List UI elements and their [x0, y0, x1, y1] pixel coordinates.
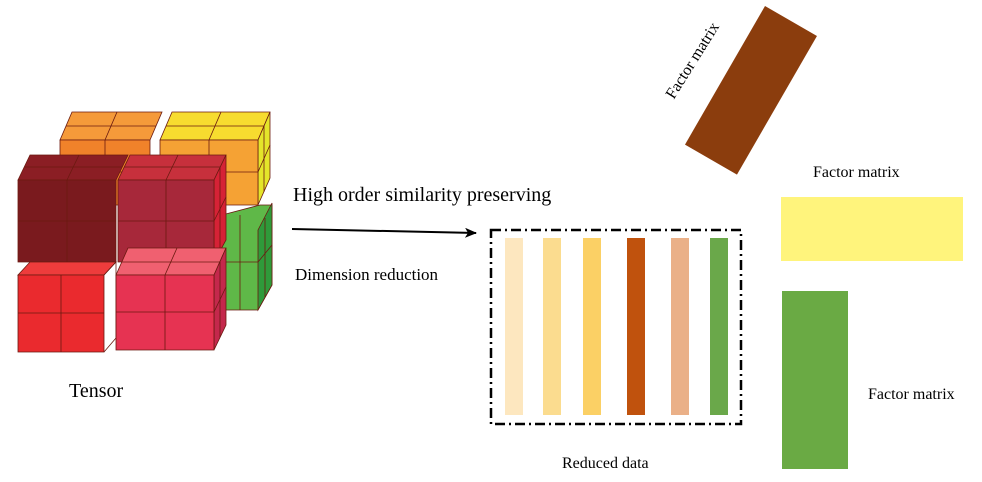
tensor-label: Tensor	[69, 380, 124, 402]
transform-arrow	[291, 227, 477, 238]
reduced-data-column	[671, 238, 689, 415]
reduced-data-column	[583, 238, 601, 415]
reduced-data-column	[505, 238, 523, 415]
tensor-block-front-top-left	[17, 154, 129, 263]
factor-matrix-label-green: Factor matrix	[868, 386, 955, 403]
reduced-data-columns	[505, 238, 728, 415]
arrow-label-top: High order similarity preserving	[293, 184, 552, 206]
reduced-data-column	[627, 238, 645, 415]
tensor-block-front-bottom-left	[17, 261, 117, 353]
tensor-cube	[17, 111, 273, 353]
tensor-block-front-bottom-right	[115, 247, 227, 351]
factor-matrix-yellow	[781, 197, 963, 261]
arrow-label-bottom: Dimension reduction	[295, 265, 439, 284]
reduced-data-column	[543, 238, 561, 415]
reduced-data-box	[489, 228, 743, 426]
reduced-data-column	[710, 238, 728, 415]
tensor-block-back-bottom-right	[221, 202, 273, 312]
factor-matrix-green	[782, 291, 848, 469]
factor-matrix-brown	[685, 6, 817, 175]
tensor-block-front-top-right	[117, 154, 227, 263]
factor-matrix-label-yellow: Factor matrix	[813, 164, 900, 181]
reduced-data-label: Reduced data	[562, 455, 649, 472]
